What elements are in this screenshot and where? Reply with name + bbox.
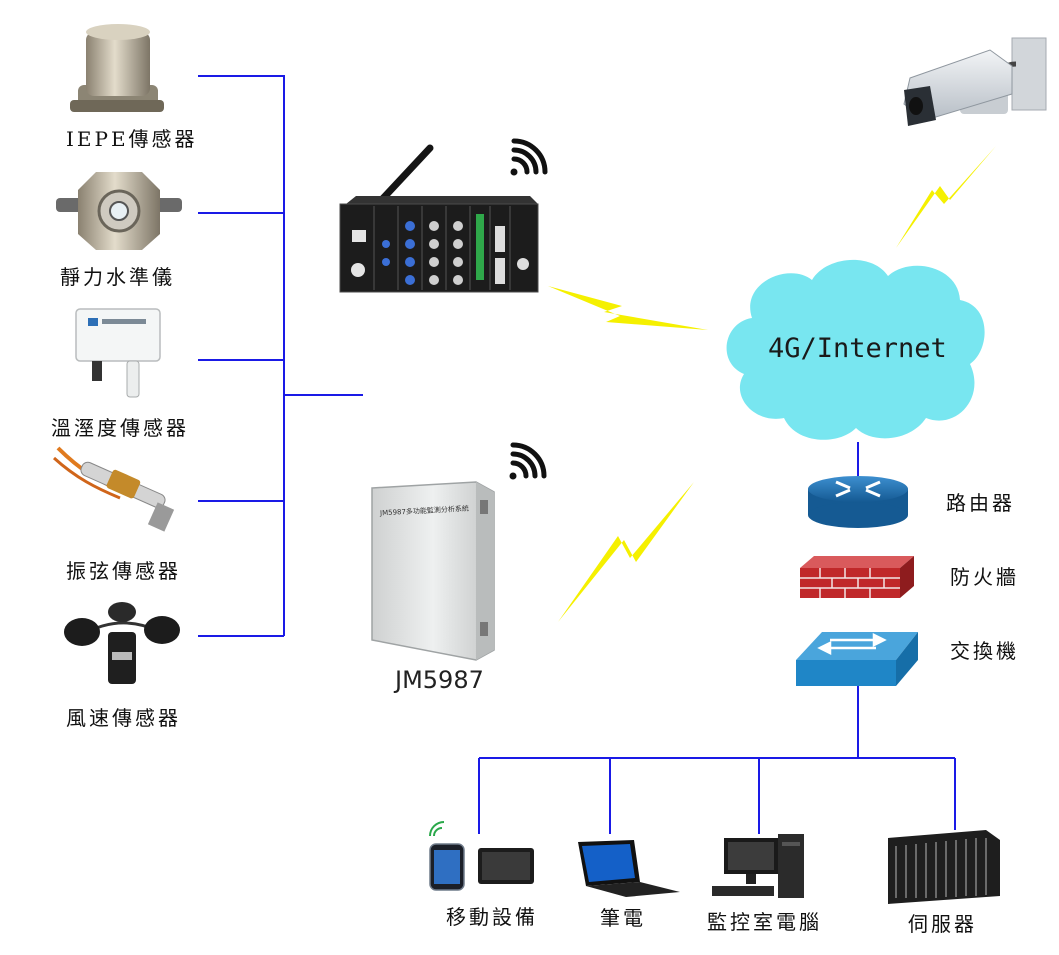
iepe-sensor-icon xyxy=(70,24,164,112)
surveillance-camera-icon xyxy=(903,37,1047,126)
firewall-icon xyxy=(800,556,914,598)
mobile-device-label: 移動設備 xyxy=(446,905,538,929)
wind-speed-sensor-icon xyxy=(64,602,180,684)
wifi-icon xyxy=(509,442,547,480)
router-label: 路由器 xyxy=(946,491,1015,515)
server-label: 伺服器 xyxy=(908,912,977,936)
static-level-icon xyxy=(56,172,182,250)
control-room-pc-icon xyxy=(712,834,804,898)
vibrating-wire-sensor-label: 振弦傳感器 xyxy=(66,559,181,583)
switch-label: 交換機 xyxy=(950,639,1019,663)
laptop-icon xyxy=(578,840,680,897)
iepe-sensor-label: IEPE傳感器 xyxy=(66,127,198,151)
jm5987-label: JM5987 xyxy=(395,666,484,694)
router-icon xyxy=(808,476,908,528)
internet-cloud-icon xyxy=(726,259,985,440)
server-icon xyxy=(888,830,1000,904)
static-level-label: 靜力水準儀 xyxy=(60,265,175,289)
temp-humidity-sensor-icon xyxy=(75,308,161,398)
acquisition-chassis-icon xyxy=(339,144,539,293)
cloud-label: 4G/Internet xyxy=(768,333,947,364)
laptop-label: 筆電 xyxy=(600,906,646,930)
network-lines xyxy=(478,442,956,834)
temp-humidity-sensor-label: 溫溼度傳感器 xyxy=(51,416,189,440)
control-room-pc-label: 監控室電腦 xyxy=(707,910,822,934)
wifi-icon xyxy=(510,138,548,176)
switch-icon xyxy=(796,632,918,686)
jm5987-enclosure-icon xyxy=(371,481,495,661)
wind-speed-sensor-label: 風速傳感器 xyxy=(66,706,181,730)
mobile-device-icon xyxy=(429,821,534,891)
sensor-bus-lines xyxy=(198,75,363,637)
vibrating-wire-sensor-icon xyxy=(52,446,175,532)
wireless-link-bolt xyxy=(548,146,996,622)
firewall-label: 防火牆 xyxy=(950,565,1019,589)
